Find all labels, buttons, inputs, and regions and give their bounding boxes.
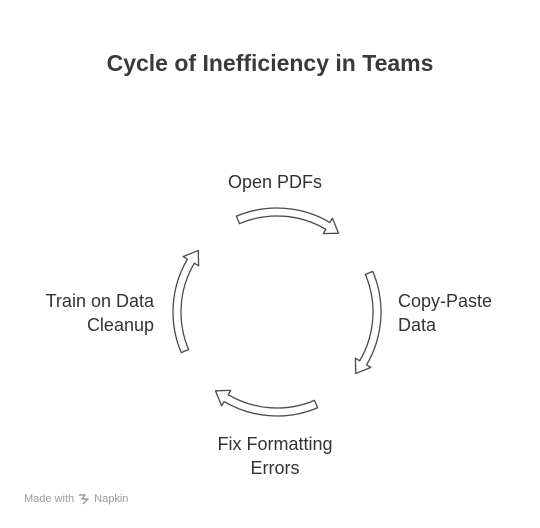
diagram-title: Cycle of Inefficiency in Teams (106, 50, 434, 76)
step-copy-paste-data: Copy-Paste Data (398, 289, 492, 337)
arrow-train-to-open (172, 249, 200, 354)
footer-attribution: Made with Napkin (24, 493, 128, 505)
step-label-line: Data (398, 315, 437, 335)
step-label-line: Train on Data (45, 291, 154, 311)
arrow-copy-to-fix (354, 270, 382, 375)
footer-made-with: Made with (24, 493, 75, 505)
step-label-line: Open PDFs (227, 172, 323, 192)
step-fix-formatting-errors: Fix Formatting Errors (170, 432, 380, 480)
napkin-logo-icon (79, 494, 89, 505)
arrow-open-to-copy (235, 207, 340, 235)
step-label-line: Copy-Paste (398, 291, 493, 311)
step-train-on-data-cleanup: Train on Data Cleanup (14, 289, 154, 337)
step-label-line: Fix Formatting (217, 434, 333, 454)
footer-brand: Napkin (94, 493, 129, 505)
step-open-pdfs: Open PDFs (170, 170, 380, 194)
arrow-fix-to-train (214, 389, 319, 417)
step-label-line: Errors (250, 458, 300, 478)
step-label-line: Cleanup (86, 315, 154, 335)
